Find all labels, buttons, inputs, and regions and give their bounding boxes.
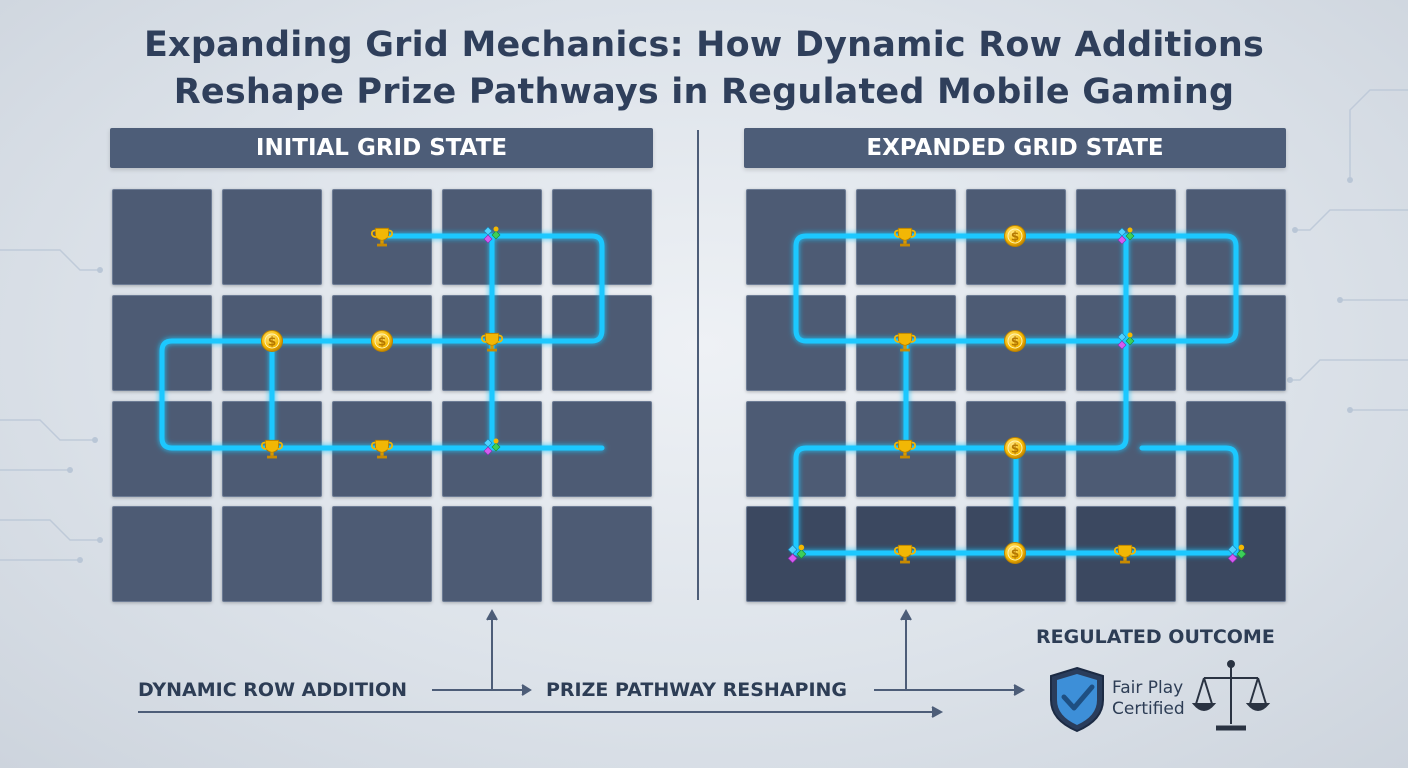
initial-grid-cell-r1-c1 (112, 189, 212, 285)
initial-grid-cell-r1-c2 (222, 189, 322, 285)
shield-icon (1050, 666, 1104, 733)
initial-grid-cell-r4-c5 (552, 506, 652, 602)
initial-grid-header: INITIAL GRID STATE (110, 128, 653, 168)
prize-pathway-reshaping-label: PRIZE PATHWAY RESHAPING (546, 679, 848, 701)
coin-icon (1004, 437, 1026, 459)
trophy-icon (894, 332, 916, 352)
title-line-1: Expanding Grid Mechanics: How Dynamic Ro… (143, 25, 1265, 65)
fair-play-badge: Fair Play Certified (1112, 678, 1202, 720)
expanded-prize-pathway (793, 233, 1239, 556)
title-line-2: Reshape Prize Pathways in Regulated Mobi… (173, 72, 1235, 112)
flow-arrows (138, 608, 1026, 718)
regulated-outcome-label: REGULATED OUTCOME (1036, 626, 1275, 648)
coin-icon (1004, 330, 1026, 352)
trophy-icon (894, 544, 916, 564)
badge-line-2: Certified (1112, 699, 1185, 719)
trophy-icon (481, 332, 503, 352)
coin-icon (371, 330, 393, 352)
coin-icon (1004, 225, 1026, 247)
initial-grid-cell-r4-c4 (442, 506, 542, 602)
trophy-icon (261, 439, 283, 459)
scales-icon (1191, 660, 1271, 731)
trophy-icon (894, 439, 916, 459)
coin-icon (261, 330, 283, 352)
initial-grid-cell-r4-c2 (222, 506, 322, 602)
dynamic-row-addition-label: DYNAMIC ROW ADDITION (138, 679, 408, 701)
badge-line-1: Fair Play (1112, 678, 1184, 698)
coin-icon (1004, 542, 1026, 564)
trophy-icon (371, 227, 393, 247)
trophy-icon (371, 439, 393, 459)
trophy-icon (894, 227, 916, 247)
initial-grid-cell-r4-c1 (112, 506, 212, 602)
expanded-grid-header: EXPANDED GRID STATE (744, 128, 1286, 168)
initial-grid-cell-r4-c3 (332, 506, 432, 602)
trophy-icon (1114, 544, 1136, 564)
page-title: Expanding Grid Mechanics: How Dynamic Ro… (0, 22, 1408, 116)
panel-divider (697, 130, 699, 600)
